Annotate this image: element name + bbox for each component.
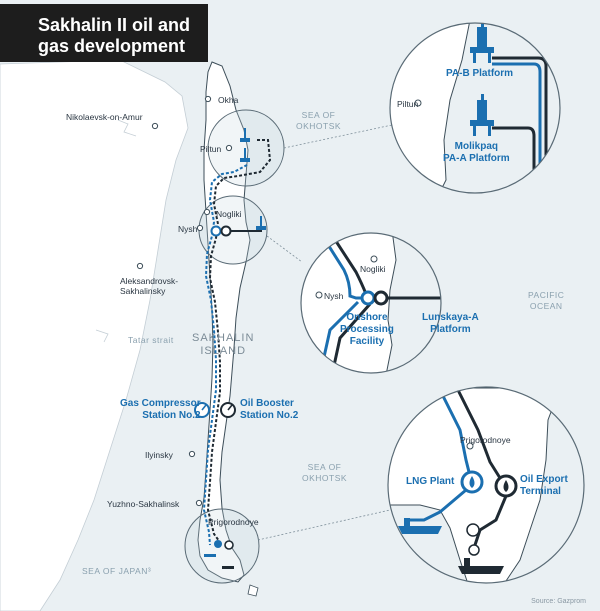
map-title-line2: gas development xyxy=(38,36,186,56)
town-label-yuzhno: Yuzhno-Sakhalinsk xyxy=(107,499,180,509)
gear-icon xyxy=(220,225,232,237)
gas-pipeline-main xyxy=(202,164,248,546)
inset-mid-town-nysh: Nysh xyxy=(324,291,344,301)
gas-compressor-label: Gas Compressor Station No.2 xyxy=(120,398,201,421)
inset-north xyxy=(389,22,561,194)
map-title-line1: Sakhalin II oil and xyxy=(38,15,191,35)
inset-north-town-piltun: Piltun xyxy=(397,99,419,109)
gas-compressor-gauge-icon xyxy=(194,402,210,418)
oil-booster-label: Oil Booster Station No.2 xyxy=(240,398,299,421)
town-label-prigorodnoye: Prigorodnoye xyxy=(208,517,259,527)
island-label: SAKHALIN ISLAND xyxy=(192,332,255,357)
lng-drop-icon-small xyxy=(214,540,222,548)
town-label-okha: Okha xyxy=(218,95,239,105)
mainland-asia xyxy=(0,59,189,611)
sea-label-okhotsk-north: SEA OF OKHOTSK xyxy=(296,110,342,131)
connector-south xyxy=(257,509,391,541)
title-block: Sakhalin II oil and gas development xyxy=(0,4,208,62)
onshore-processing-label: Onshore Processing Facility xyxy=(340,312,394,347)
small-island xyxy=(247,584,259,597)
pa-b-platform-label: PA-B Platform xyxy=(446,68,514,79)
south-zoom-circle xyxy=(184,508,260,584)
lng-tanker-icon xyxy=(398,518,442,534)
pa-a-platform-label: Molikpaq PA-A Platform xyxy=(443,141,510,164)
sea-label-okhotsk-south: SEA OF OKHOTSK xyxy=(302,462,348,483)
town-label-nysh: Nysh xyxy=(178,224,198,234)
source-note: Source: Gazprom xyxy=(531,598,586,605)
pa-a-platform-icon xyxy=(470,94,494,136)
town-label-aleksandrovsk: Aleksandrovsk- Sakhalinsky xyxy=(120,276,179,296)
tanker-icon-small xyxy=(204,554,216,557)
connector-north xyxy=(283,124,393,149)
oil-export-terminal-label: Oil Export Terminal xyxy=(520,474,568,497)
inset-south xyxy=(387,386,585,584)
connector-mid xyxy=(266,235,303,263)
town-label-nogliki: Nogliki xyxy=(216,209,242,219)
inset-mid-town-nogliki: Nogliki xyxy=(360,264,386,274)
sakhalin-island xyxy=(197,61,251,583)
oil-tanker-icon xyxy=(458,558,504,574)
town-dots xyxy=(136,95,233,507)
inset-south-town-prigorodnoye: Prigorodnoye xyxy=(460,435,511,445)
sea-label-pacific: PACIFIC OCEAN xyxy=(528,290,565,311)
lunskaya-platform-label: Lunskaya-A Platform xyxy=(422,312,479,335)
town-label-ilyinsky: Ilyinsky xyxy=(145,450,173,460)
inset-mid xyxy=(300,232,470,374)
coastline-detail xyxy=(95,119,137,343)
onshore-gear-icon xyxy=(360,290,389,306)
oil-drop-icon-small xyxy=(224,540,234,550)
platform-icon xyxy=(240,128,266,230)
town-label-piltun: Piltun xyxy=(200,144,222,154)
oil-booster-gauge-icon xyxy=(220,402,236,418)
gear-icon xyxy=(210,225,222,237)
sea-label-japan: SEA OF JAPAN³ xyxy=(82,566,152,576)
oil-pipeline-main xyxy=(206,139,272,546)
lunskaya-platform-icon xyxy=(448,264,470,306)
lng-plant-label: LNG Plant xyxy=(406,476,455,487)
tanker-icon-small xyxy=(222,566,234,569)
sea-label-tatar: Tatar strait xyxy=(128,335,174,345)
pa-b-platform-icon xyxy=(470,23,494,63)
town-label-nikolaevsk: Nikolaevsk-on-Amur xyxy=(66,112,143,122)
